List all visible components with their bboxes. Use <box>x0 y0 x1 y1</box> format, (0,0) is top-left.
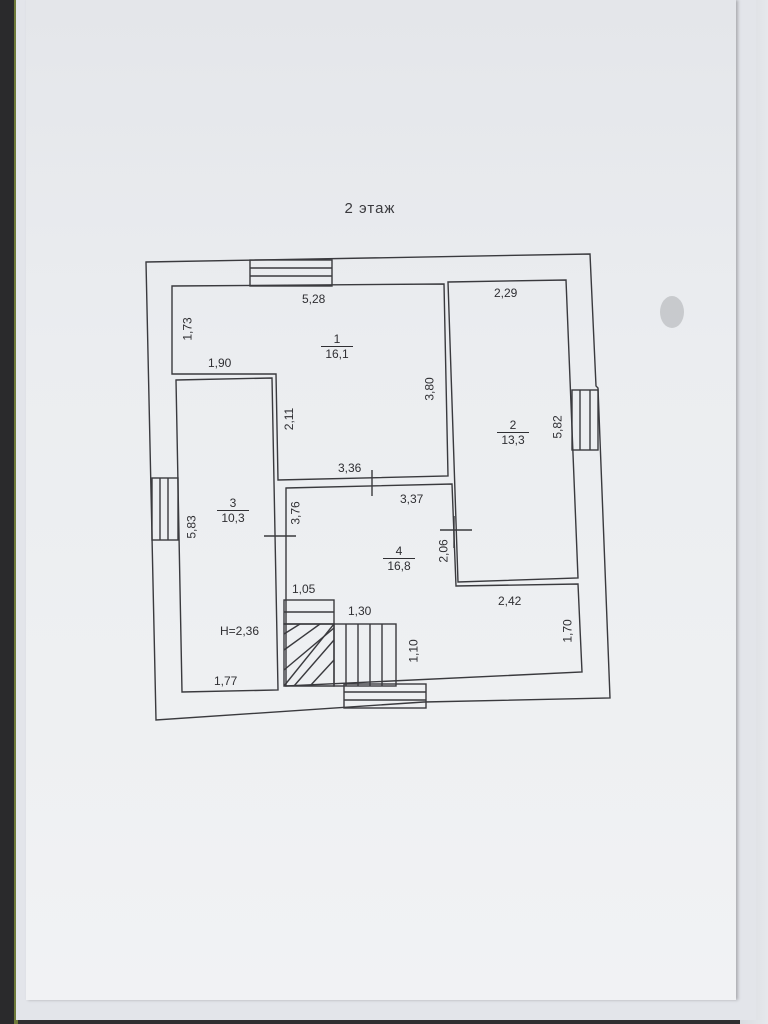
room-3-number: 3 <box>217 496 249 511</box>
room-1-outline <box>171 283 449 481</box>
dim-r2-right: 5,82 <box>550 415 565 439</box>
room-2-number: 2 <box>497 418 529 433</box>
dim-r1-step: 1,90 <box>208 356 232 370</box>
paper-sheet <box>26 0 736 1000</box>
dim-stair-length: 1,30 <box>348 604 372 618</box>
dim-r1-bottom: 3,36 <box>338 461 362 475</box>
dim-r3-height: H=2,36 <box>220 624 260 638</box>
dim-r4-right: 1,70 <box>560 619 575 643</box>
outer-wall <box>145 253 611 721</box>
room-1-label: 1 16,1 <box>312 332 362 361</box>
room-4-area: 16,8 <box>387 559 411 573</box>
window-top <box>249 259 333 287</box>
dim-r1-left: 1,73 <box>180 317 195 341</box>
room-1-number: 1 <box>321 332 353 347</box>
room-2-outline <box>447 279 579 583</box>
dim-r1-inner-wall: 2,11 <box>282 407 297 431</box>
dim-stair-side: 1,10 <box>406 639 421 663</box>
dim-r3-top: 3,76 <box>288 501 303 525</box>
dim-r1-right: 3,80 <box>422 377 437 401</box>
room-3-label: 3 10,3 <box>208 496 258 525</box>
floor-title: 2 этаж <box>344 200 396 217</box>
staircase <box>283 599 397 687</box>
window-left <box>151 477 179 541</box>
dim-stair-width: 1,05 <box>292 582 316 596</box>
dim-r3-left: 5,83 <box>184 515 199 539</box>
dim-r4-top: 3,37 <box>400 492 424 506</box>
room-1-area: 16,1 <box>325 347 349 361</box>
dim-r1-top: 5,28 <box>302 292 326 306</box>
room-4-label: 4 16,8 <box>374 544 424 573</box>
stain-mark <box>660 296 684 328</box>
dim-r4-right-wall: 2,06 <box>436 539 451 563</box>
dim-r2-top: 2,29 <box>494 286 518 300</box>
window-bottom <box>343 683 427 709</box>
window-right <box>571 389 599 451</box>
room-2-area: 13,3 <box>501 433 525 447</box>
room-2-label: 2 13,3 <box>488 418 538 447</box>
room-4-outline <box>285 483 583 687</box>
dim-r3-bottom: 1,77 <box>214 674 238 688</box>
room-4-number: 4 <box>383 544 415 559</box>
room-3-area: 10,3 <box>221 511 245 525</box>
room-3-outline <box>175 377 279 693</box>
dim-r4-step-right: 2,42 <box>498 594 522 608</box>
